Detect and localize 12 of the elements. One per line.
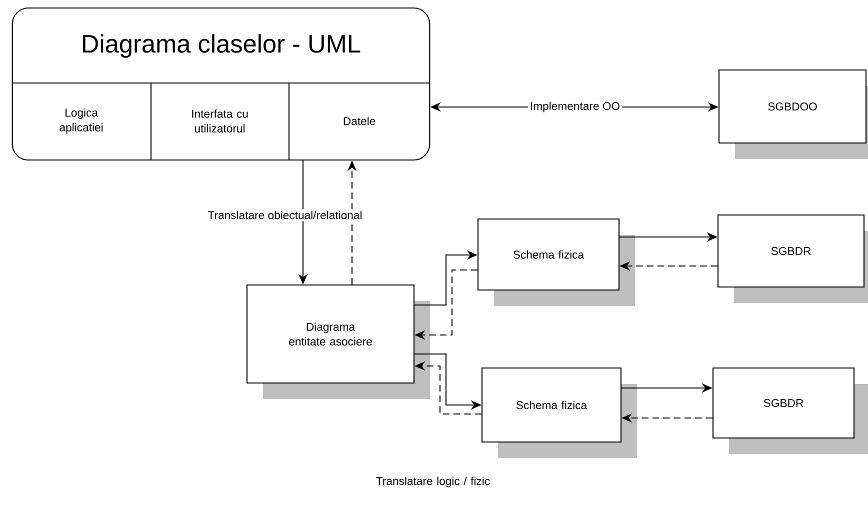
edge-label: Translatare obiectual/relational bbox=[206, 208, 364, 222]
compartment-label: Logica aplicatiei bbox=[60, 108, 103, 134]
note-label: Translatare logic / fizic bbox=[376, 476, 490, 488]
compartment-label: Datele bbox=[344, 116, 376, 126]
compartment-label: Interfata cu utilizatorul bbox=[192, 109, 248, 132]
process-box: Diagrama entitate asociere bbox=[246, 284, 430, 399]
edge-label: Implementare OO bbox=[528, 100, 622, 114]
process-box: SGBDR bbox=[717, 214, 868, 303]
process-box: SGBDR bbox=[712, 367, 868, 454]
process-box: Schema fizica bbox=[477, 218, 635, 306]
process-box: SGBDOO bbox=[718, 69, 868, 159]
process-box: Schema fizica bbox=[481, 367, 637, 458]
